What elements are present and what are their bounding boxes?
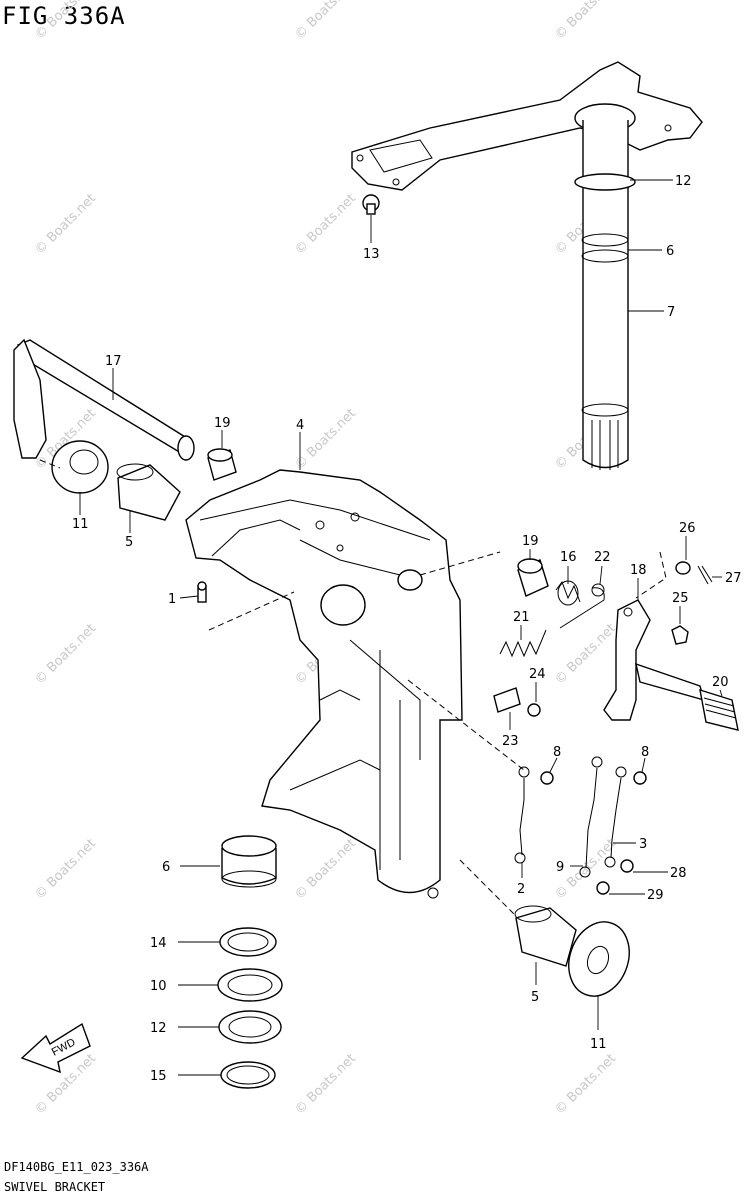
spring: [555, 580, 581, 606]
callout-label: 14: [150, 936, 167, 951]
watermark: © Boats.net: [552, 621, 619, 688]
callout-label: 27: [725, 571, 742, 586]
callout-label: 15: [150, 1069, 167, 1084]
washer: [568, 921, 630, 997]
bushing: [207, 448, 237, 481]
callout-label: 6: [666, 244, 674, 259]
ground-lead: [604, 766, 647, 868]
washer: [218, 1010, 282, 1044]
bush: [221, 835, 277, 888]
callout-label: 11: [72, 517, 89, 532]
callout-label: 1: [168, 592, 176, 607]
steering-arm: [351, 61, 703, 191]
callout-label: 24: [529, 667, 546, 682]
steering-shaft: [574, 120, 636, 470]
callout-label: 9: [556, 860, 564, 875]
grip: [699, 688, 739, 731]
spring-hook: [559, 583, 605, 629]
plate: [493, 687, 521, 713]
bush: [514, 905, 577, 967]
cotter-pin: [697, 565, 713, 585]
callout-label: 19: [522, 534, 539, 549]
callouts: 12 6 7 13 17 19 4 11 5 1 19 16 22 18 26 …: [72, 174, 742, 1084]
callout-label: 20: [712, 675, 729, 690]
watermark: © Boats.net: [552, 0, 619, 43]
callout-label: 12: [150, 1021, 167, 1036]
watermark: © Boats.net: [32, 836, 99, 903]
callout-label: 2: [517, 882, 525, 897]
callout-label: 10: [150, 979, 167, 994]
bushing: [517, 558, 549, 597]
bolt: [620, 859, 634, 873]
callout-label: 3: [639, 837, 647, 852]
spring: [499, 629, 547, 658]
callout-label: 8: [553, 745, 561, 760]
leader-lines: [79, 179, 723, 1076]
watermark: © Boats.net: [32, 0, 99, 43]
callout-label: 6: [162, 860, 170, 875]
ground-lead: [514, 766, 554, 864]
bush: [116, 463, 181, 521]
fwd-arrow: FWD: [20, 1022, 91, 1074]
watermark: © Boats.net: [32, 621, 99, 688]
callout-label: 25: [672, 591, 689, 606]
callout-label: 11: [590, 1037, 607, 1052]
watermark: © Boats.net: [552, 1051, 619, 1118]
bolt: [362, 194, 380, 215]
washer: [219, 927, 277, 957]
bolt: [596, 881, 610, 895]
grease-nipple: [197, 581, 207, 603]
ground-lead: [579, 756, 603, 878]
watermark: © Boats.net: [32, 191, 99, 258]
callout-label: 13: [363, 247, 380, 262]
callout-label: 19: [214, 416, 231, 431]
watermark: © Boats.net: [292, 1051, 359, 1118]
tilt-lock-lever: [603, 599, 706, 721]
dashed-guides: [39, 459, 667, 917]
figure-title: FIG 336A: [2, 2, 126, 30]
swivel-bracket: [185, 469, 463, 899]
snap-ring: [220, 1061, 276, 1089]
figure-caption: SWIVEL BRACKET: [4, 1180, 106, 1194]
callout-label: 28: [670, 866, 687, 881]
callout-label: 8: [641, 745, 649, 760]
callout-label: 29: [647, 888, 664, 903]
callout-label: 4: [296, 418, 304, 433]
washer: [675, 561, 691, 575]
callout-label: 23: [502, 734, 519, 749]
watermark: © Boats.net: [292, 406, 359, 473]
nut: [671, 625, 689, 645]
callout-label: 7: [667, 305, 675, 320]
callout-label: 22: [594, 550, 611, 565]
washer: [51, 440, 109, 494]
callout-label: 12: [675, 174, 692, 189]
watermark: © Boats.net: [292, 0, 359, 43]
figure-code: DF140BG_E11_023_336A: [4, 1160, 149, 1174]
watermark: © Boats.net: [292, 836, 359, 903]
callout-label: 5: [531, 990, 539, 1005]
callout-label: 5: [125, 535, 133, 550]
callout-label: 16: [560, 550, 577, 565]
callout-label: 26: [679, 521, 696, 536]
washer: [217, 968, 283, 1002]
bolt: [527, 703, 541, 717]
callout-label: 21: [513, 610, 530, 625]
watermark: © Boats.net: [292, 191, 359, 258]
callout-label: 17: [105, 354, 122, 369]
tilt-tube: [13, 338, 195, 461]
callout-label: 18: [630, 563, 647, 578]
